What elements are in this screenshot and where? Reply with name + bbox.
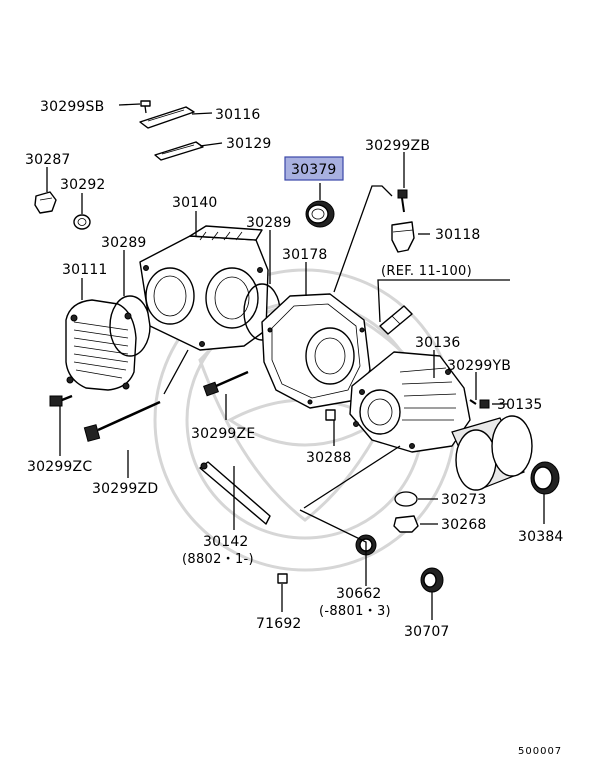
bolt-30299zd-icon (83, 400, 161, 442)
label-30299zc[interactable]: 30299ZC (27, 459, 92, 475)
label-30299zd[interactable]: 30299ZD (92, 481, 158, 497)
plug-30268-icon (393, 515, 419, 533)
label-30384[interactable]: 30384 (518, 529, 564, 545)
seal-30707-icon (420, 567, 444, 593)
label-30289-left[interactable]: 30289 (101, 235, 147, 251)
label-30707[interactable]: 30707 (404, 624, 450, 640)
label-30140[interactable]: 30140 (172, 195, 218, 211)
label-30111[interactable]: 30111 (62, 262, 108, 278)
bolt-30299zb-icon (397, 189, 408, 213)
tube-30135-icon (451, 415, 533, 491)
label-30116[interactable]: 30116 (215, 107, 261, 123)
label-30268[interactable]: 30268 (441, 517, 487, 533)
carrier-30136-icon (349, 351, 471, 453)
bolt-30299yb-icon (469, 399, 490, 409)
label-30299yb[interactable]: 30299YB (447, 358, 511, 374)
label-71692[interactable]: 71692 (256, 616, 302, 632)
gasket-30129-icon (154, 141, 204, 161)
seal-30384-icon (530, 461, 560, 495)
label-30662[interactable]: 30662 (336, 586, 382, 602)
label-30662-range: (-8801・3) (319, 604, 391, 619)
label-30288[interactable]: 30288 (306, 450, 352, 466)
breather-30118-icon (391, 221, 415, 253)
vent-tube-icon (379, 305, 413, 335)
label-30129[interactable]: 30129 (226, 136, 272, 152)
leader-lines (46, 103, 545, 620)
tag-71692-icon (277, 573, 288, 584)
label-30287[interactable]: 30287 (25, 152, 71, 168)
highlight-box-30379[interactable] (284, 156, 344, 181)
label-30292[interactable]: 30292 (60, 177, 106, 193)
label-30289-upper[interactable]: 30289 (246, 215, 292, 231)
label-30136[interactable]: 30136 (415, 335, 461, 351)
label-30118[interactable]: 30118 (435, 227, 481, 243)
bolt-30299ze-icon (203, 370, 249, 397)
label-ref-11-100[interactable]: (REF. 11-100) (381, 264, 472, 279)
plate-30116-icon (139, 106, 195, 129)
bolt-30299zc-icon (49, 394, 73, 407)
label-30299ze[interactable]: 30299ZE (191, 426, 255, 442)
cover-30111-icon (65, 299, 137, 391)
pin-30288-icon (325, 409, 336, 421)
label-30299zb[interactable]: 30299ZB (365, 138, 430, 154)
seal-30379-icon (305, 200, 335, 228)
washer-30292-icon (73, 214, 91, 230)
oring-30273-icon (394, 491, 418, 507)
label-30142[interactable]: 30142 (203, 534, 249, 550)
screw-30299sb-icon (140, 100, 151, 114)
label-30299sb[interactable]: 30299SB (40, 99, 104, 115)
plug-30287-icon (34, 191, 57, 214)
strap-30142-icon (199, 461, 271, 525)
label-30142-range: (8802・1-) (182, 552, 254, 567)
label-30135[interactable]: 30135 (497, 397, 543, 413)
label-30379[interactable]: 30379 (291, 162, 337, 178)
diagram-id: 500007 (518, 746, 562, 757)
gasket-30178-icon (261, 293, 371, 409)
label-30273[interactable]: 30273 (441, 492, 487, 508)
label-30178[interactable]: 30178 (282, 247, 328, 263)
